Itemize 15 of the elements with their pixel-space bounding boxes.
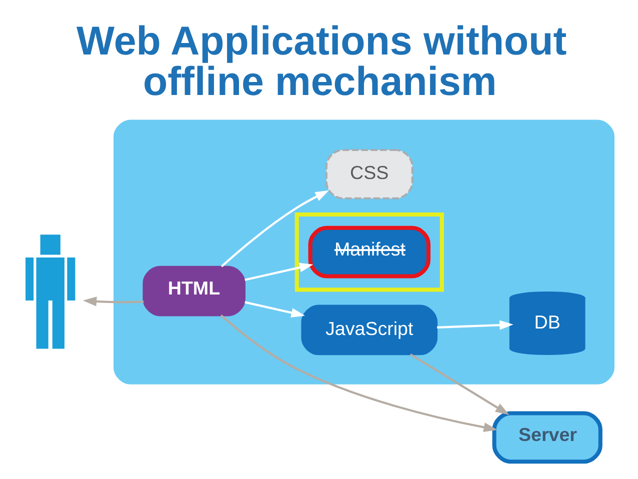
cluster bbox=[114, 119, 614, 384]
node-box: CSS bbox=[325, 148, 414, 199]
arrow bbox=[244, 300, 305, 317]
node-box: HTML bbox=[142, 265, 246, 316]
arrow bbox=[220, 314, 498, 432]
arrow bbox=[82, 296, 144, 306]
arrow bbox=[244, 262, 314, 280]
cluster bbox=[294, 212, 444, 292]
arrow bbox=[220, 190, 329, 267]
node-box: Manifest bbox=[308, 225, 430, 278]
arrow bbox=[410, 352, 510, 414]
diagram-title: Web Applications without offline mechanism bbox=[76, 18, 567, 104]
node-box: Server bbox=[492, 410, 602, 464]
arrow bbox=[436, 320, 514, 330]
node-box: JavaScript bbox=[301, 304, 438, 355]
